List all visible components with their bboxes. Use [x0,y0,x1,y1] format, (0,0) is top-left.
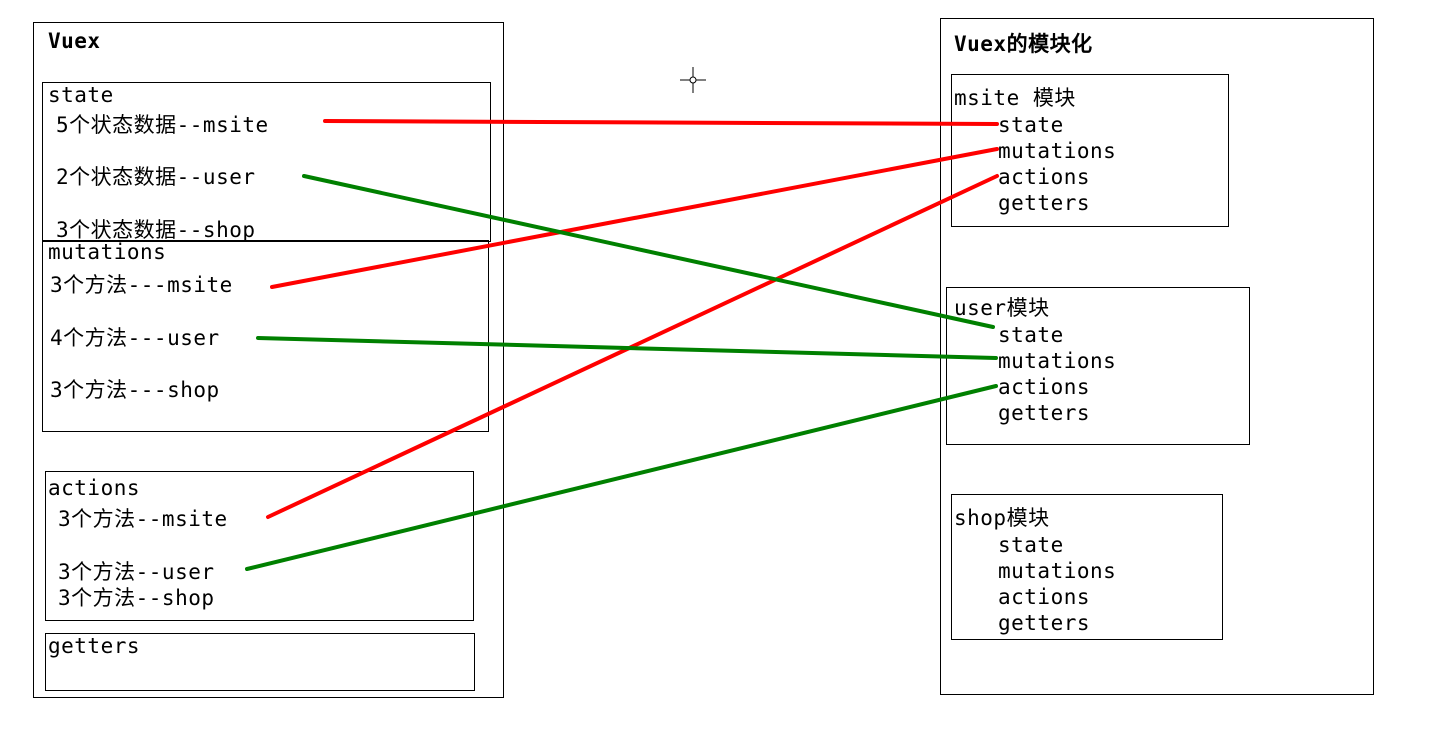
actions-item-user: 3个方法--user [58,560,215,584]
actions-item-shop: 3个方法--shop [58,586,215,610]
state-item-msite: 5个状态数据--msite [56,113,269,137]
actions-header: actions [48,476,141,500]
mutations-item-user: 4个方法---user [50,326,220,350]
user-module-actions: actions [998,375,1091,399]
vuex-title: Vuex [48,29,101,53]
getters-box [45,633,475,691]
msite-module-getters: getters [998,191,1091,215]
msite-module-header: msite 模块 [954,86,1076,110]
shop-module-getters: getters [998,611,1091,635]
mutations-item-shop: 3个方法---shop [50,378,220,402]
msite-module-mutations: mutations [998,139,1117,163]
msite-module-state: state [998,113,1064,137]
mutations-header: mutations [48,240,167,264]
actions-item-msite: 3个方法--msite [58,507,228,531]
user-module-mutations: mutations [998,349,1117,373]
user-module-getters: getters [998,401,1091,425]
state-item-shop: 3个状态数据--shop [56,218,256,242]
shop-module-mutations: mutations [998,559,1117,583]
shop-module-header: shop模块 [954,506,1050,530]
state-item-user: 2个状态数据--user [56,165,256,189]
user-module-header: user模块 [954,296,1050,320]
state-header: state [48,83,114,107]
shop-module-state: state [998,533,1064,557]
user-module-state: state [998,323,1064,347]
msite-module-actions: actions [998,165,1091,189]
crosshair-cursor-icon [680,67,706,93]
mutations-item-msite: 3个方法---msite [50,273,233,297]
getters-header: getters [48,634,141,658]
shop-module-actions: actions [998,585,1091,609]
vuex-modules-title: Vuex的模块化 [954,32,1093,56]
